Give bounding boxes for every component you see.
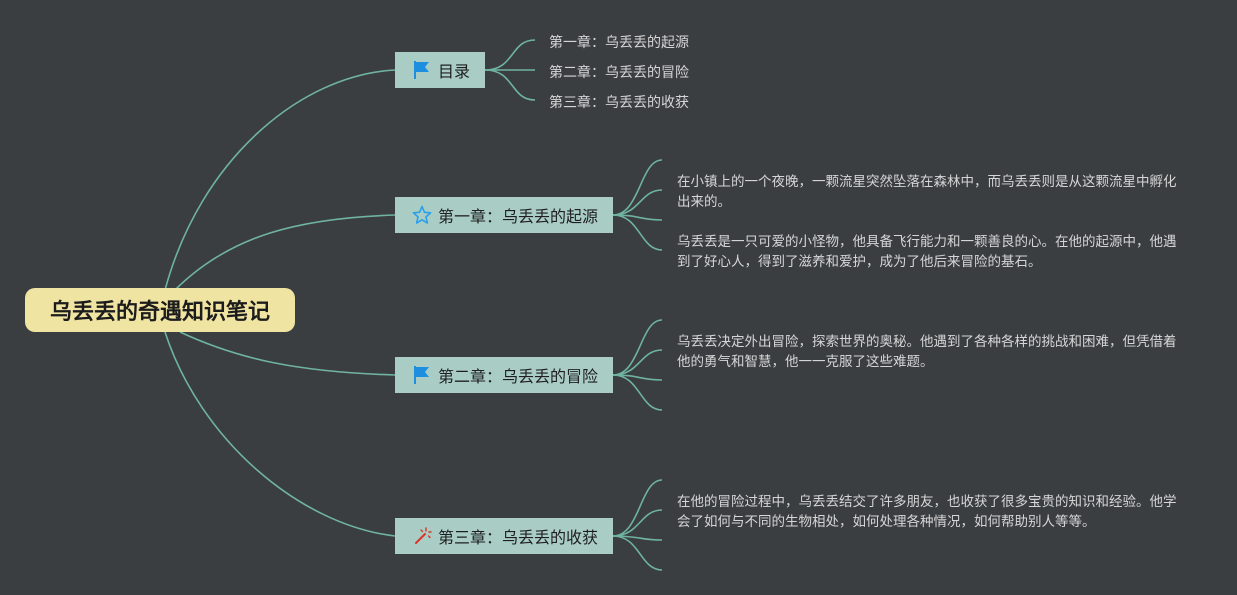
connector-root-ch3: [164, 331, 396, 537]
toc-item-chapter-2[interactable]: 第二章：乌丢丢的冒险: [549, 65, 689, 81]
connector-root-ch2: [179, 331, 396, 376]
magic-wand-icon: [412, 526, 432, 546]
chapter-2-paragraph-1[interactable]: 乌丢丢决定外出冒险，探索世界的奥秘。他遇到了各种各样的挑战和困难，但凭借着他的勇…: [677, 334, 1177, 370]
topic-chapter-2[interactable]: 第二章：乌丢丢的冒险: [395, 357, 613, 393]
flag-icon: [412, 60, 432, 80]
topic-table-of-contents[interactable]: 目录: [395, 52, 485, 88]
topic-chapter-3[interactable]: 第三章：乌丢丢的收获: [395, 518, 613, 554]
topic-label: 第二章：乌丢丢的冒险: [438, 367, 599, 386]
flag-icon: [412, 365, 432, 385]
root-topic-title: 乌丢丢的奇遇知识笔记: [49, 300, 270, 325]
topic-label: 目录: [438, 62, 471, 81]
connector-ch2-detail-3: [612, 374, 663, 411]
topic-label: 第一章：乌丢丢的起源: [438, 207, 599, 226]
chapter-1-paragraph-1[interactable]: 在小镇上的一个夜晚，一颗流星突然坠落在森林中，而乌丢丢则是从这颗流星中孵化出来的…: [677, 174, 1177, 210]
connector-ch2-detail-0: [612, 319, 663, 376]
connector-ch3-detail-0: [612, 479, 663, 537]
connector-toc-item-0: [484, 39, 536, 71]
toc-item-chapter-3[interactable]: 第三章：乌丢丢的收获: [549, 95, 689, 111]
connector-ch2-detail-1: [612, 349, 663, 376]
chapter-1-paragraph-2[interactable]: 乌丢丢是一只可爱的小怪物，他具备飞行能力和一颗善良的心。在他的起源中，他遇到了好…: [677, 234, 1177, 270]
connector-root-toc: [164, 69, 396, 291]
connector-ch1-detail-3: [612, 214, 663, 251]
connector-ch3-detail-1: [612, 509, 663, 537]
star-icon: [412, 205, 432, 225]
topic-chapter-1[interactable]: 第一章：乌丢丢的起源: [395, 197, 613, 233]
chapter-3-paragraph-1[interactable]: 在他的冒险过程中，乌丢丢结交了许多朋友，也收获了很多宝贵的知识和经验。他学会了如…: [677, 494, 1177, 530]
root-topic[interactable]: 乌丢丢的奇遇知识笔记: [25, 288, 295, 332]
connector-root-ch1: [174, 214, 396, 291]
toc-item-chapter-1[interactable]: 第一章：乌丢丢的起源: [549, 35, 689, 51]
connector-ch1-detail-1: [612, 189, 663, 216]
connector-ch3-detail-3: [612, 535, 663, 571]
connector-toc-item-2: [484, 69, 536, 101]
topic-label: 第三章：乌丢丢的收获: [438, 528, 599, 547]
connector-ch1-detail-0: [612, 159, 663, 216]
